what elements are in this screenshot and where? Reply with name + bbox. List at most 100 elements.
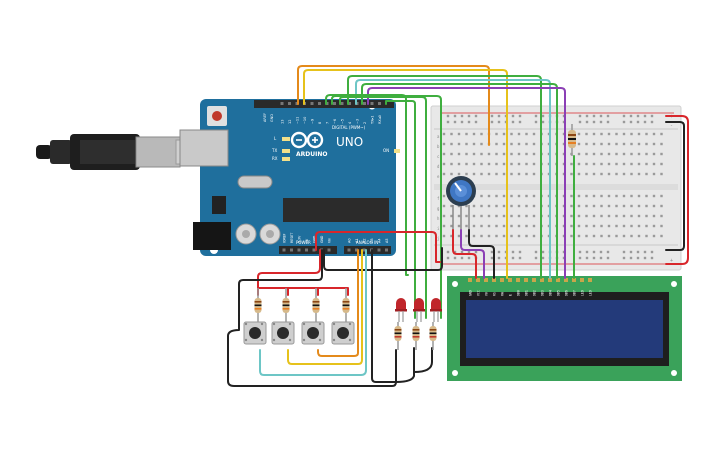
breadboard-hole bbox=[510, 194, 513, 198]
rail-hole bbox=[592, 256, 596, 260]
breadboard-hole bbox=[517, 142, 521, 146]
push-button-cap bbox=[249, 327, 261, 339]
rail-hole bbox=[622, 250, 626, 254]
lcd-pin bbox=[516, 278, 520, 282]
wire-black-rail bbox=[665, 121, 685, 251]
breadboard-hole bbox=[600, 204, 603, 208]
rail-hole bbox=[643, 256, 647, 260]
potentiometer[interactable] bbox=[446, 176, 476, 230]
lcd-pin bbox=[484, 278, 488, 282]
wire-black-led3 bbox=[413, 347, 433, 373]
lcd-pin bbox=[540, 278, 544, 282]
rail-hole bbox=[629, 114, 633, 118]
rail-hole bbox=[578, 256, 582, 260]
breadboard-hole bbox=[645, 234, 648, 238]
breadboard-hole bbox=[622, 162, 626, 166]
wire-green-1 bbox=[347, 75, 542, 279]
breadboard-hole bbox=[465, 142, 468, 146]
breadboard-hole bbox=[457, 142, 461, 146]
breadboard-hole bbox=[457, 172, 461, 176]
breadboard-hole bbox=[450, 234, 453, 238]
rail-hole bbox=[474, 114, 478, 118]
wire-red-buttons bbox=[257, 249, 321, 296]
breadboard-hole bbox=[465, 224, 468, 228]
analog-pin-hole bbox=[385, 248, 388, 252]
breadboard-hole bbox=[645, 204, 648, 208]
breadboard-hole bbox=[615, 234, 618, 238]
breadboard-hole bbox=[585, 152, 588, 156]
rail-hole bbox=[606, 250, 610, 254]
breadboard-hole bbox=[472, 204, 476, 208]
breadboard-hole bbox=[607, 224, 611, 228]
breadboard-hole bbox=[615, 162, 618, 166]
digital-pin-hole bbox=[318, 102, 321, 105]
rail-hole bbox=[534, 250, 538, 254]
lcd-pin bbox=[500, 278, 504, 282]
breadboard-hole bbox=[570, 194, 573, 198]
wire-red-pot bbox=[452, 229, 477, 279]
breadboard-hole bbox=[600, 234, 603, 238]
breadboard-hole bbox=[525, 234, 528, 238]
rail-hole bbox=[511, 120, 515, 124]
rail-hole bbox=[511, 114, 515, 118]
aref-label: AREF bbox=[263, 113, 267, 122]
digital-pin-label: 13 bbox=[281, 120, 285, 124]
wire-green-5 bbox=[339, 96, 427, 319]
breadboard-hole bbox=[645, 142, 648, 146]
breadboard-hole bbox=[532, 162, 536, 166]
rail-hole bbox=[650, 250, 654, 254]
breadboard-hole bbox=[502, 142, 506, 146]
lcd-pin bbox=[556, 278, 560, 282]
breadboard-hole bbox=[615, 224, 618, 228]
svg-text:c: c bbox=[437, 154, 440, 159]
breadboard-hole bbox=[577, 214, 581, 218]
breadboard-hole bbox=[622, 214, 626, 218]
lcd-pin bbox=[548, 278, 552, 282]
rail-hole bbox=[606, 114, 610, 118]
breadboard-hole bbox=[630, 142, 633, 146]
rail-hole bbox=[474, 120, 478, 124]
rail-hole bbox=[606, 256, 610, 260]
power-jack bbox=[193, 222, 231, 250]
digital-pin-label: ~3 bbox=[356, 119, 360, 124]
wire-black-buttons bbox=[238, 249, 323, 317]
power-pin-hole bbox=[282, 248, 286, 252]
breadboard-hole bbox=[502, 162, 506, 166]
breadboard-hole bbox=[487, 224, 491, 228]
rail-hole bbox=[622, 114, 626, 118]
rail-hole bbox=[453, 120, 457, 124]
lcd-pin-label: LED bbox=[580, 290, 584, 296]
breadboard-hole bbox=[637, 152, 641, 156]
breadboard-hole bbox=[472, 234, 476, 238]
breadboard-hole bbox=[525, 214, 528, 218]
breadboard-hole bbox=[442, 204, 446, 208]
model-label: UNO bbox=[336, 135, 363, 149]
lcd-pin bbox=[492, 278, 496, 282]
rail-hole bbox=[585, 114, 589, 118]
rail-hole bbox=[578, 250, 582, 254]
rail-hole bbox=[599, 250, 603, 254]
wire-purple-1 bbox=[367, 87, 566, 279]
arduino-logo bbox=[290, 131, 324, 149]
arduino-uno-board: ARDUINO UNO DIGITAL (PWM~) ANALOG IN POW… bbox=[179, 99, 400, 256]
breadboard-hole bbox=[495, 152, 498, 156]
wire-black-loop bbox=[227, 315, 397, 387]
breadboard-hole bbox=[502, 224, 506, 228]
breadboard-hole bbox=[652, 162, 656, 166]
rail-hole bbox=[650, 256, 654, 260]
breadboard-hole bbox=[532, 194, 536, 198]
breadboard-hole bbox=[600, 194, 603, 198]
breadboard-hole bbox=[607, 194, 611, 198]
rail-hole bbox=[578, 120, 582, 124]
digital-pin-label: 7 bbox=[326, 122, 330, 124]
breadboard-hole bbox=[660, 162, 663, 166]
lcd-pin-label: LED bbox=[588, 290, 592, 296]
wire-green-2 bbox=[361, 83, 558, 279]
breadboard-hole bbox=[660, 194, 663, 198]
breadboard-hole bbox=[495, 194, 498, 198]
breadboard-hole bbox=[510, 224, 513, 228]
rail-hole bbox=[592, 114, 596, 118]
breadboard-hole bbox=[525, 162, 528, 166]
rail-hole bbox=[629, 256, 633, 260]
lcd-pin-label: DB4 bbox=[548, 290, 552, 296]
